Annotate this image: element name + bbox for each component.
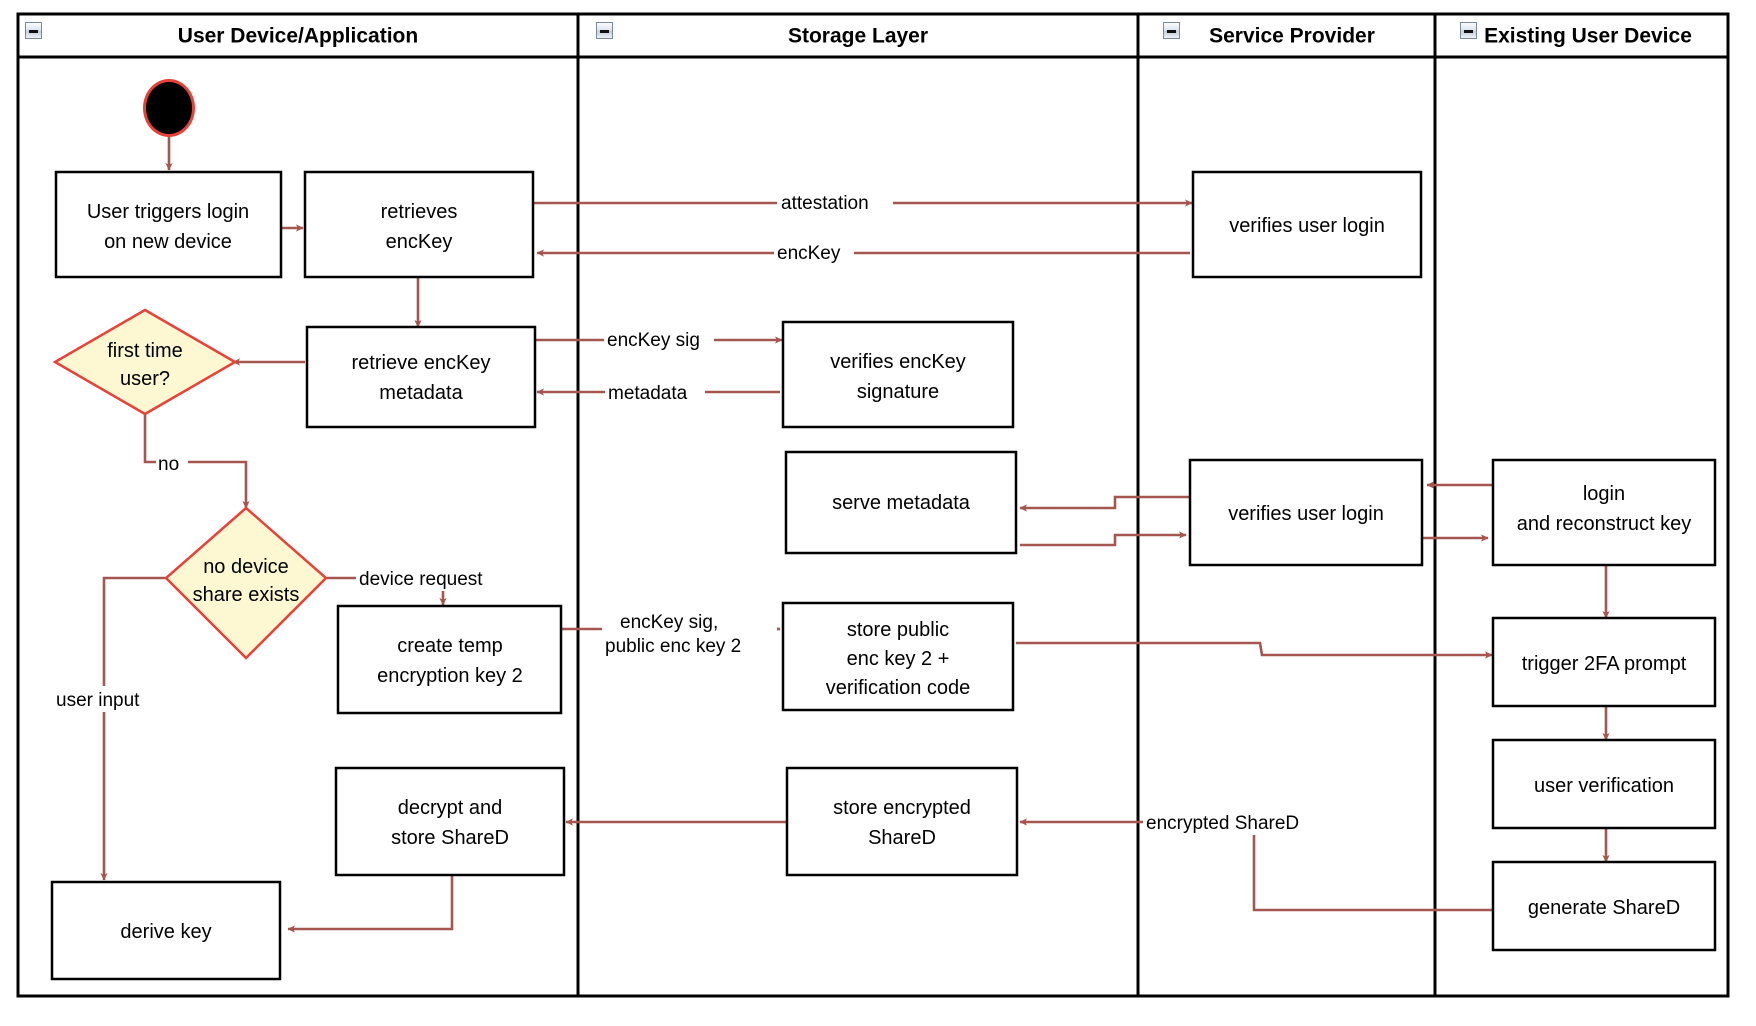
node-verifies-enckey-sig-line-2: signature xyxy=(857,381,939,403)
edge-label-enckey-text: encKey xyxy=(777,243,841,264)
edge-label-attestation: attestation xyxy=(777,189,893,215)
lane-header-storage[interactable]: Storage Layer xyxy=(788,25,928,48)
swimlane-frame xyxy=(16,12,1730,998)
edge-serve-metadata-to-verifies-2 xyxy=(1020,531,1187,547)
lane-title-storage: Storage Layer xyxy=(788,25,928,48)
node-verifies-user-login-1[interactable]: verifies user login xyxy=(1191,170,1423,279)
node-verifies-user-login-1-line-1: verifies user login xyxy=(1229,215,1385,237)
edge-label-no: no xyxy=(156,450,188,476)
edge-label-enckey-sig-public-key: encKey sig, public enc key 2 xyxy=(602,607,777,659)
decision-no-device-share-line-1: no device xyxy=(203,556,289,578)
node-user-triggers-login-line-1: User triggers login xyxy=(87,201,249,223)
node-create-temp-key-line-2: encryption key 2 xyxy=(377,665,523,687)
edge-label-enckey-sig: encKey sig xyxy=(604,326,714,352)
edge-label-enckey-sig-public-key-line-1: encKey sig, xyxy=(620,612,718,633)
node-login-reconstruct-line-1: login xyxy=(1583,483,1625,505)
node-verifies-enckey-sig-line-1: verifies encKey xyxy=(830,351,966,373)
node-verifies-enckey-sig[interactable]: verifies encKey signature xyxy=(781,320,1015,429)
lane-title-service-provider: Service Provider xyxy=(1209,25,1375,48)
edge-labels-layer: attestation encKey encKey sig metadata n… xyxy=(53,189,1329,835)
node-store-encrypted-shared-line-1: store encrypted xyxy=(833,797,971,819)
edge-label-device-request-text: device request xyxy=(359,569,483,590)
collapse-minus-icon-lane-storage[interactable] xyxy=(596,22,613,39)
node-user-triggers-login-line-2: on new device xyxy=(104,231,232,253)
node-store-encrypted-shared-line-2: ShareD xyxy=(868,827,936,849)
node-user-triggers-login[interactable]: User triggers login on new device xyxy=(54,170,283,279)
collapse-minus-icon-lane-service-provider[interactable] xyxy=(1163,22,1180,39)
edge-label-enckey-sig-text: encKey sig xyxy=(607,330,700,351)
edge-label-metadata: metadata xyxy=(605,379,705,405)
node-store-public-key-line-1: store public xyxy=(847,619,949,641)
node-create-temp-key-line-1: create temp xyxy=(397,635,503,657)
edge-label-enckey-sig-public-key-line-2: public enc key 2 xyxy=(605,636,741,657)
node-generate-shared-line-1: generate ShareD xyxy=(1528,897,1680,919)
node-generate-shared[interactable]: generate ShareD xyxy=(1491,860,1717,952)
collapse-minus-icon-lane-user-device[interactable] xyxy=(25,22,42,39)
decision-first-time-user-line-2: user? xyxy=(120,368,170,390)
lane-title-existing-device: Existing User Device xyxy=(1484,25,1692,48)
edge-label-encrypted-shared-text: encrypted ShareD xyxy=(1146,813,1299,834)
node-serve-metadata-line-1: serve metadata xyxy=(832,492,971,514)
edge-label-attestation-text: attestation xyxy=(781,193,869,214)
node-retrieve-enckey-metadata[interactable]: retrieve encKey metadata xyxy=(305,325,537,429)
node-store-public-key-line-3: verification code xyxy=(826,677,971,699)
edge-verifies-2-to-serve-metadata xyxy=(1019,495,1190,512)
edge-label-user-input-text: user input xyxy=(56,690,140,711)
node-decision-no-device-share[interactable]: no device share exists xyxy=(164,506,328,660)
collapse-minus-icon-lane-existing-device[interactable] xyxy=(1460,22,1477,39)
node-retrieve-enckey-metadata-line-2: metadata xyxy=(379,382,463,404)
edge-no-first-time-user xyxy=(143,414,250,509)
node-user-verification[interactable]: user verification xyxy=(1491,738,1717,830)
edge-user-input xyxy=(100,576,166,881)
node-store-encrypted-shared[interactable]: store encrypted ShareD xyxy=(785,766,1019,877)
edge-label-user-input: user input xyxy=(53,686,168,712)
node-decrypt-store-shared-line-2: store ShareD xyxy=(391,827,509,849)
node-store-public-key-line-2: enc key 2 + xyxy=(847,648,950,670)
node-decision-first-time-user[interactable]: first time user? xyxy=(52,308,238,416)
decision-no-device-share-line-2: share exists xyxy=(193,584,300,606)
node-trigger-2fa-line-1: trigger 2FA prompt xyxy=(1522,653,1687,675)
node-retrieve-enckey-metadata-line-1: retrieve encKey xyxy=(352,352,491,374)
node-decrypt-store-shared-line-1: decrypt and xyxy=(398,797,503,819)
decision-first-time-user-line-1: first time xyxy=(107,340,183,362)
node-decrypt-store-shared[interactable]: decrypt and store ShareD xyxy=(334,766,566,877)
edge-decrypt-to-derive-key xyxy=(287,875,454,933)
node-start[interactable] xyxy=(143,79,195,137)
node-login-reconstruct-line-2: and reconstruct key xyxy=(1517,513,1692,535)
edge-label-encrypted-shared: encrypted ShareD xyxy=(1143,809,1329,835)
node-serve-metadata[interactable]: serve metadata xyxy=(784,450,1018,555)
lane-header-user-device[interactable]: User Device/Application xyxy=(178,25,418,48)
node-trigger-2fa[interactable]: trigger 2FA prompt xyxy=(1491,616,1717,708)
node-verifies-user-login-2-line-1: verifies user login xyxy=(1228,503,1384,525)
edge-label-enckey: encKey xyxy=(774,239,854,265)
edge-store-public-to-trigger-2fa xyxy=(1016,641,1493,659)
node-retrieves-enckey[interactable]: retrieves encKey xyxy=(303,170,535,279)
node-retrieves-enckey-line-2: encKey xyxy=(386,231,453,253)
edge-label-device-request: device request xyxy=(356,565,508,591)
lane-header-service-provider[interactable]: Service Provider xyxy=(1209,25,1375,48)
node-derive-key[interactable]: derive key xyxy=(50,880,282,981)
node-retrieves-enckey-line-1: retrieves xyxy=(381,201,458,223)
node-create-temp-key[interactable]: create temp encryption key 2 xyxy=(336,604,563,715)
lane-header-existing-device[interactable]: Existing User Device xyxy=(1484,25,1692,48)
node-login-reconstruct[interactable]: login and reconstruct key xyxy=(1491,458,1717,567)
node-store-public-key[interactable]: store public enc key 2 + verification co… xyxy=(781,601,1015,712)
edge-label-metadata-text: metadata xyxy=(608,383,688,404)
node-verifies-user-login-2[interactable]: verifies user login xyxy=(1188,458,1424,567)
edge-label-no-text: no xyxy=(158,454,179,475)
node-derive-key-line-1: derive key xyxy=(120,921,211,943)
edge-encrypted-shared xyxy=(1019,818,1492,912)
lane-title-user-device: User Device/Application xyxy=(178,25,418,48)
node-user-verification-line-1: user verification xyxy=(1534,775,1674,797)
